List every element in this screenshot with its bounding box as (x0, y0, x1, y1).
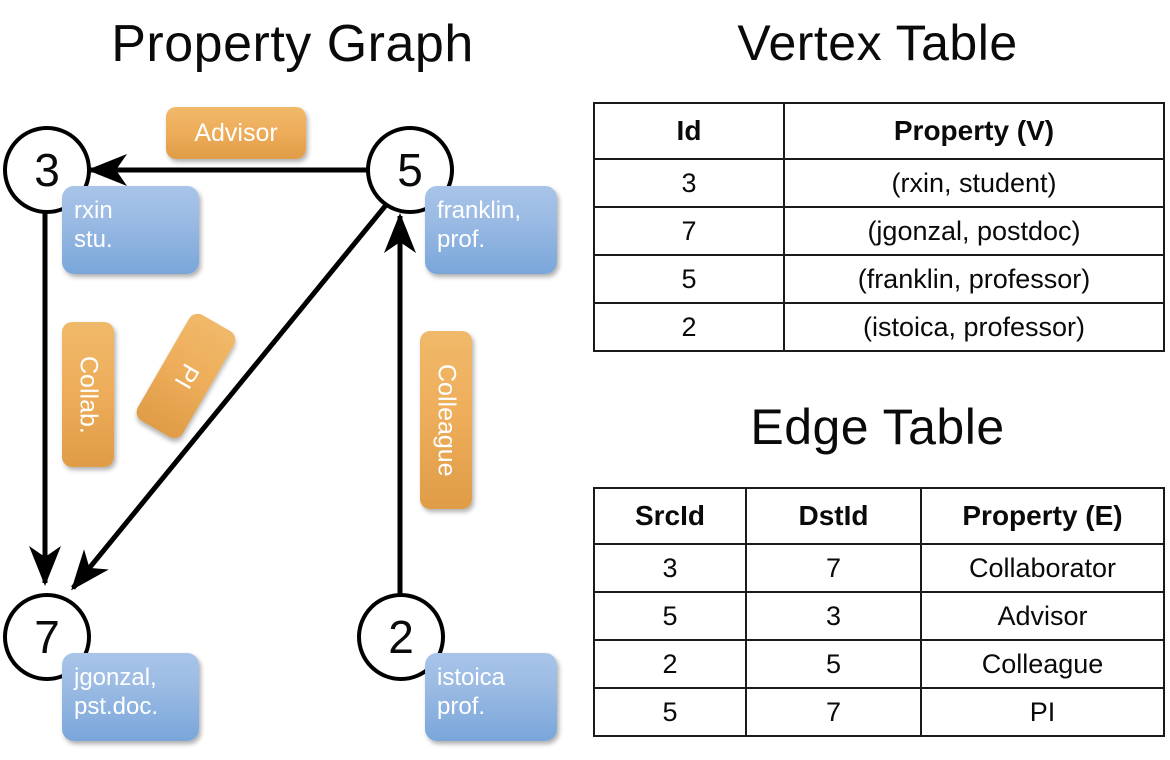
edge-row-1-src: 5 (593, 591, 747, 641)
edge-label-colleague: Colleague (420, 331, 472, 509)
node-property-franklin-line1: franklin, (437, 197, 522, 224)
node-property-box-rxin: rxin stu. (62, 186, 199, 274)
vertex-table-header-id: Id (593, 102, 785, 160)
vertex-table: Id Property (V) 3 (rxin, student) 7 (jgo… (593, 102, 1165, 352)
page-title-property-graph: Property Graph (111, 15, 474, 73)
edge-label-colleague-text: Colleague (432, 363, 461, 477)
graph-node-2[interactable]: 2 (357, 593, 445, 681)
vertex-row-0-id: 3 (593, 158, 785, 208)
vertex-row-2-property: (franklin, professor) (783, 254, 1165, 304)
edge-row-0-dst: 7 (745, 543, 922, 593)
node-property-istoica-line2: prof. (437, 693, 486, 721)
vertex-row-1-id: 7 (593, 206, 785, 256)
edge-label-pi-text: PI (168, 359, 205, 394)
edge-table-header-property: Property (E) (920, 487, 1165, 545)
edge-row-2-property: Colleague (920, 639, 1165, 689)
edge-line-5-to-7 (71, 203, 388, 591)
node-property-box-franklin: franklin, prof. (425, 186, 557, 274)
edge-row-3-property: PI (920, 687, 1165, 737)
graph-edge-lines (29, 154, 416, 596)
table-row: 5 7 PI (593, 687, 1165, 737)
table-row: 3 (rxin, student) (593, 158, 1165, 208)
node-property-box-jgonzal: jgonzal, pst.doc. (62, 653, 199, 741)
edge-row-1-dst: 3 (745, 591, 922, 641)
table-row: 2 5 Colleague (593, 639, 1165, 689)
vertex-row-1-property: (jgonzal, postdoc) (783, 206, 1165, 256)
edge-label-advisor-text: Advisor (194, 118, 278, 147)
vertex-table-header-property: Property (V) (783, 102, 1165, 160)
table-row: 7 (jgonzal, postdoc) (593, 206, 1165, 256)
edge-row-3-src: 5 (593, 687, 747, 737)
edge-table-header-srcid: SrcId (593, 487, 747, 545)
edge-row-0-property: Collaborator (920, 543, 1165, 593)
vertex-table-header-row: Id Property (V) (593, 102, 1165, 160)
node-property-jgonzal-line1: jgonzal, (74, 664, 157, 691)
edge-table-header-row: SrcId DstId Property (E) (593, 487, 1165, 545)
node-property-rxin-line1: rxin (74, 197, 113, 224)
node-property-jgonzal-line2: pst.doc. (74, 693, 159, 721)
edge-row-2-src: 2 (593, 639, 747, 689)
edge-row-2-dst: 5 (745, 639, 922, 689)
section-title-edge-table: Edge Table (750, 399, 1005, 455)
vertex-row-2-id: 5 (593, 254, 785, 304)
table-row: 3 7 Collaborator (593, 543, 1165, 593)
table-row: 5 3 Advisor (593, 591, 1165, 641)
graph-node-3-label: 3 (34, 144, 60, 196)
edge-row-0-src: 3 (593, 543, 747, 593)
node-property-box-istoica: istoica prof. (425, 653, 557, 741)
graph-node-5[interactable]: 5 (366, 126, 454, 214)
node-property-istoica-line1: istoica (437, 664, 506, 691)
graph-node-2-label: 2 (388, 611, 414, 663)
section-title-vertex-table: Vertex Table (737, 15, 1018, 71)
graph-node-5-label: 5 (397, 144, 423, 196)
vertex-row-0-property: (rxin, student) (783, 158, 1165, 208)
edge-table-header-dstid: DstId (745, 487, 922, 545)
node-property-rxin-line2: stu. (74, 226, 113, 254)
table-row: 2 (istoica, professor) (593, 302, 1165, 352)
vertex-row-3-id: 2 (593, 302, 785, 352)
edge-row-1-property: Advisor (920, 591, 1165, 641)
edge-label-advisor: Advisor (166, 107, 306, 159)
graph-node-7-label: 7 (34, 611, 60, 663)
edge-label-collab-text: Collab. (74, 355, 103, 434)
vertex-row-3-property: (istoica, professor) (783, 302, 1165, 352)
table-row: 5 (franklin, professor) (593, 254, 1165, 304)
edge-table: SrcId DstId Property (E) 3 7 Collaborato… (593, 487, 1165, 737)
edge-row-3-dst: 7 (745, 687, 922, 737)
node-property-franklin-line2: prof. (437, 226, 486, 254)
property-graph-diagram: 3 5 7 2 rxin stu. franklin, prof. jgonza… (3, 107, 557, 741)
edge-label-collab: Collab. (62, 322, 114, 467)
